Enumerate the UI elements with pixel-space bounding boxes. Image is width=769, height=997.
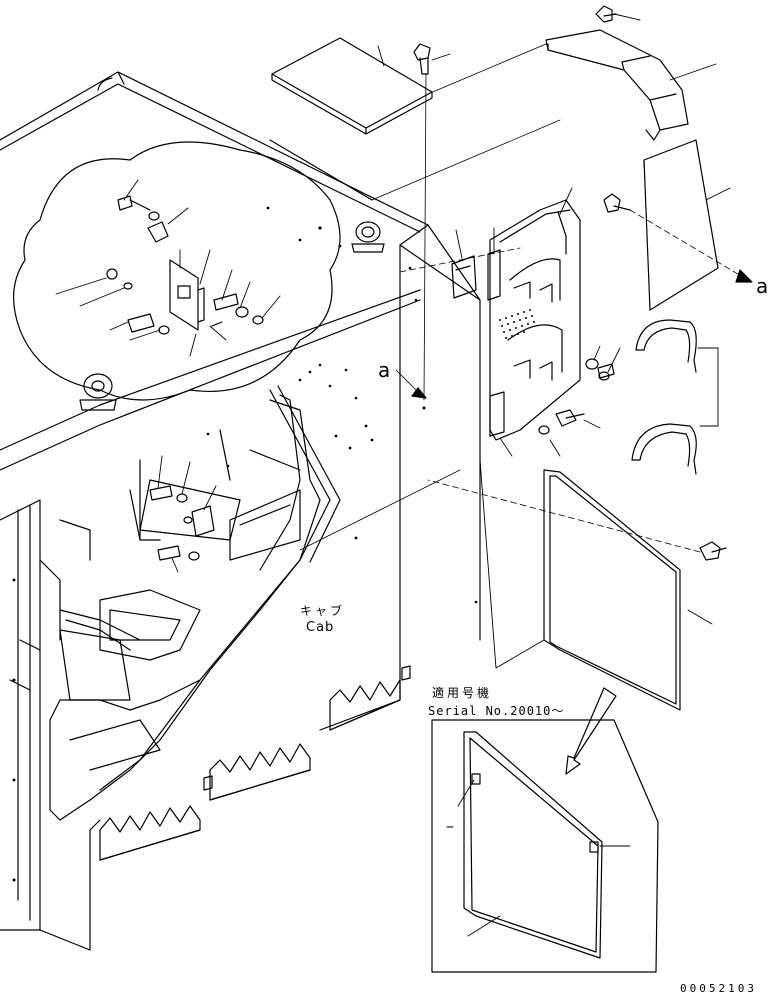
window-panel	[543, 469, 681, 711]
bracket-fasteners	[538, 358, 615, 435]
view-a-left-arrowhead	[411, 387, 427, 399]
side-panel-bolt	[603, 193, 631, 213]
duct-guide-line	[427, 43, 547, 95]
view-ref-right: a	[756, 274, 769, 298]
bracket-clips	[451, 249, 505, 437]
cloud-bolts	[106, 195, 264, 335]
cab-wall-leaders	[157, 455, 217, 573]
pointer-arrow	[565, 687, 617, 775]
duct-cover-leader	[669, 63, 717, 81]
cab-body	[0, 71, 481, 951]
cab-wall-fasteners	[149, 485, 215, 561]
bracket-fastener-leaders	[549, 345, 621, 457]
side-panel	[643, 139, 719, 311]
inset-tick: −	[446, 820, 455, 835]
inset-leaders	[457, 779, 631, 937]
bracket-leader-top	[559, 187, 573, 215]
side-panel-leader	[705, 187, 731, 201]
inset-frame	[431, 719, 659, 973]
view-a-arrowhead	[735, 269, 753, 283]
cab-interior	[9, 394, 321, 821]
inset-window-panel	[463, 731, 603, 959]
duct-cover	[545, 29, 689, 141]
window-outline	[479, 459, 545, 669]
cloud-leaders	[55, 179, 281, 357]
guide-lines	[299, 119, 561, 551]
detail-cloud	[12, 141, 341, 401]
roof-cover-leader	[377, 45, 385, 67]
duct-bolt-leader	[613, 13, 641, 21]
roof-cover-plate	[271, 37, 433, 135]
window-panel-leader	[687, 609, 713, 625]
handrail-bracket-line	[697, 347, 719, 427]
floor-brackets	[99, 665, 411, 861]
serial-note-en: Serial No.20010～	[428, 704, 565, 718]
lifting-eyes	[79, 221, 385, 411]
roof-bolt-leader	[431, 53, 451, 61]
roof-bolt	[413, 43, 431, 75]
window-bolt	[699, 541, 727, 561]
cab-label-jp: キャブ	[300, 604, 346, 618]
cab-hardware	[12, 206, 478, 882]
view-ref-left: a	[378, 358, 391, 382]
duct-bolt	[595, 5, 617, 23]
cab-label-en: Cab	[306, 620, 335, 635]
handrail-lower	[631, 423, 697, 475]
bracket-clip-leaders	[455, 227, 513, 457]
window-guide-line	[427, 479, 701, 553]
rear-panel	[99, 385, 341, 791]
drawing-number: 00052103	[680, 982, 757, 995]
roof-bolt-axis	[423, 73, 427, 401]
handrail-upper	[635, 319, 697, 373]
serial-note-jp: 適用号機	[432, 686, 493, 700]
view-a-arrow-line	[629, 209, 749, 281]
bracket-perforation	[499, 309, 535, 339]
